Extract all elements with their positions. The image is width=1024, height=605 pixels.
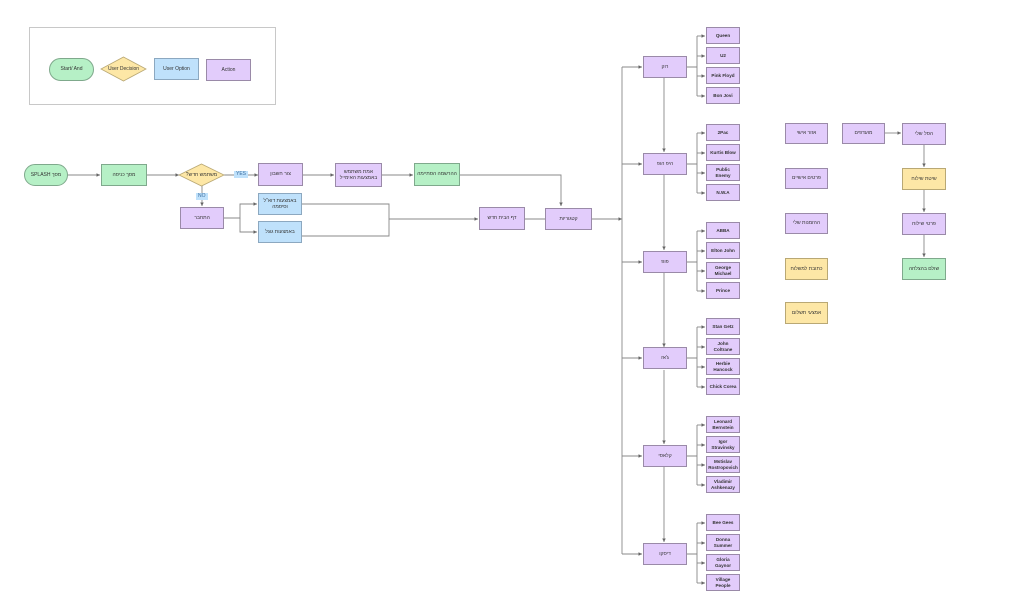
artist-node[interactable]: ABBA [706, 222, 740, 239]
diamond-shape [100, 56, 147, 82]
verify-user-email[interactable]: אמת משתמש באמצעות האימייל [335, 163, 382, 187]
create-account[interactable]: צור חשבון [258, 163, 303, 186]
category-node[interactable]: דיסקו [643, 543, 687, 565]
legend: Start/ And User Decision User Option Act… [29, 27, 276, 105]
shipping-method[interactable]: שיטת שילוח [902, 168, 946, 190]
artist-node[interactable]: John Coltrane [706, 338, 740, 355]
branch-trunk [687, 327, 698, 387]
legend-action: Action [206, 59, 251, 81]
connect[interactable]: התחבר [180, 207, 224, 229]
artist-node[interactable]: Prince [706, 282, 740, 299]
legend-decision-label: User Decision [107, 66, 140, 72]
branch-trunk [687, 133, 698, 193]
branch-trunk [687, 231, 698, 291]
artist-node[interactable]: Elton John [706, 242, 740, 259]
main-flow-connectors [67, 173, 622, 237]
artist-branch-connectors [687, 34, 705, 585]
artist-node[interactable]: Chick Corea [706, 378, 740, 395]
artist-node[interactable]: 2Pac [706, 124, 740, 141]
diamond-shape [178, 163, 225, 187]
artist-node[interactable]: Bee Gees [706, 514, 740, 531]
cart-flow-connectors [885, 131, 926, 257]
artist-node[interactable]: Igor Stravinsky [706, 436, 740, 453]
personal-details[interactable]: פרטים אישיים [785, 168, 828, 189]
categories[interactable]: קטגוריות [545, 208, 592, 230]
legend-user-decision: User Decision [100, 56, 147, 82]
artist-node[interactable]: Herbie Hancock [706, 358, 740, 375]
login-screen[interactable]: מסך כניסה [101, 164, 147, 186]
new-user-decision[interactable]: משתמש חדש? [178, 163, 225, 187]
personal-area[interactable]: אזור אישי [785, 123, 828, 144]
artist-node[interactable]: Donna Summer [706, 534, 740, 551]
branch-trunk [687, 523, 698, 583]
branch-trunk [687, 425, 698, 485]
category-node[interactable]: רוק [643, 56, 687, 78]
artist-node[interactable]: Kurtis Blow [706, 144, 740, 161]
favorites[interactable]: מועדפים [842, 123, 885, 144]
category-node[interactable]: ג'אז [643, 347, 687, 369]
artist-node[interactable]: Stan Getz [706, 318, 740, 335]
category-spine-connectors [621, 65, 666, 556]
homepage[interactable]: דף הבית חדש [479, 207, 525, 230]
artist-node[interactable]: Vladimir Ashkenazy [706, 476, 740, 493]
artist-node[interactable]: George Michael [706, 262, 740, 279]
category-node[interactable]: פופ [643, 251, 687, 273]
branch-trunk [687, 36, 698, 96]
artist-node[interactable]: Gloria Gaynor [706, 554, 740, 571]
my-orders[interactable]: ההזמנות שלי [785, 213, 828, 234]
artist-node[interactable]: Mstislav Rostropovich [706, 456, 740, 473]
legend-user-option: User Option [154, 58, 199, 80]
artist-node[interactable]: Leonard Bernstein [706, 416, 740, 433]
order-success[interactable]: שולם בהצלחה [902, 258, 946, 280]
registration-complete[interactable]: ההרשמה הסתיימה [414, 163, 460, 186]
artist-node[interactable]: Pink Floyd [706, 67, 740, 84]
yes-label: YES [234, 171, 249, 178]
payment-methods[interactable]: אמצעי תשלום [785, 302, 828, 324]
category-node[interactable]: היפ הופ [643, 153, 687, 175]
legend-start-end: Start/ And [49, 58, 94, 81]
option-google[interactable]: באמצעות גוגל [258, 221, 302, 243]
artist-node[interactable]: Queen [706, 27, 740, 44]
artist-node[interactable]: Bon Jovi [706, 87, 740, 104]
decision-label: משתמש חדש? [185, 172, 218, 178]
artist-node[interactable]: Public Enemy [706, 164, 740, 181]
shipping-address[interactable]: כתובת למשלוח [785, 258, 828, 280]
option-email-password[interactable]: באמצעות דוא"ל וסיסמה [258, 193, 302, 215]
artist-node[interactable]: Village People [706, 574, 740, 591]
artist-node[interactable]: U2 [706, 47, 740, 64]
my-cart[interactable]: הסל שלי [902, 123, 946, 145]
shipping-details[interactable]: פרטי שילוח [902, 213, 946, 235]
splash-screen[interactable]: מסך SPLASH [24, 164, 68, 186]
artist-node[interactable]: N.W.A [706, 184, 740, 201]
category-node[interactable]: קלאסי [643, 445, 687, 467]
no-label: NO [196, 193, 208, 200]
